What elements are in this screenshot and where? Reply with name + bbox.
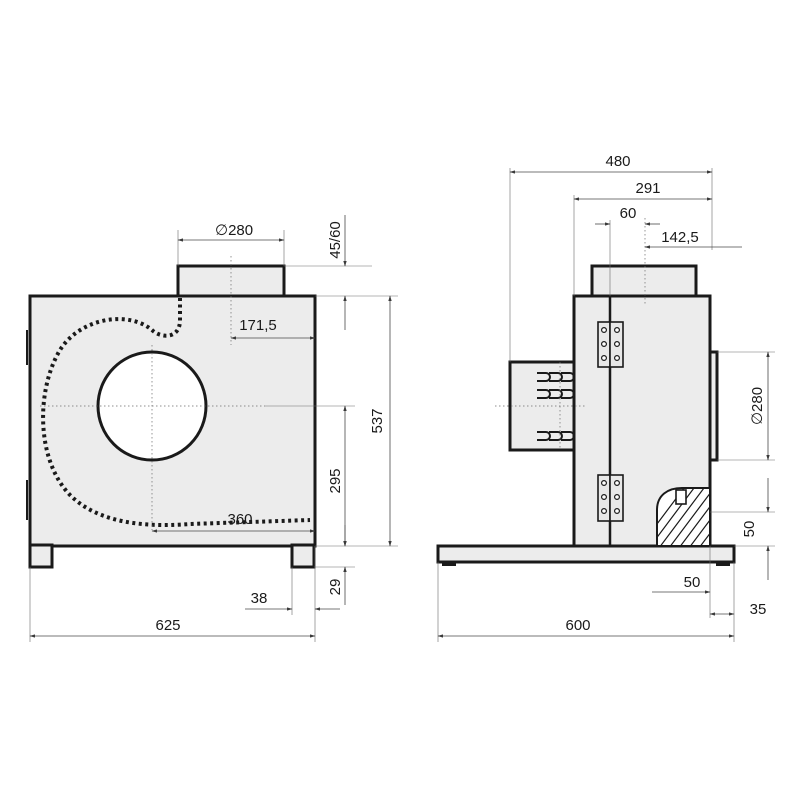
label-outlet-to-axis: 60 — [620, 205, 637, 222]
front-right-foot — [290, 543, 316, 569]
label-total-depth: 480 — [605, 153, 630, 170]
label-axis-offset: 360 — [227, 511, 252, 528]
label-flange-offset: 171,5 — [239, 317, 277, 334]
side-base-plate — [436, 544, 736, 564]
label-base-length: 600 — [565, 617, 590, 634]
side-view: 480 291 60 142,5 ∅280 50 50 35 600 — [436, 153, 775, 642]
label-outlet-depth: 291 — [635, 180, 660, 197]
label-foot-width: 38 — [251, 590, 268, 607]
label-axis-height: 295 — [327, 468, 344, 493]
label-axis-to-back: 142,5 — [661, 229, 699, 246]
side-hinge-top — [597, 321, 624, 368]
label-hatch-width: 50 — [684, 574, 701, 591]
label-base-overhang: 35 — [750, 601, 767, 618]
side-outlet-flange — [590, 264, 698, 300]
label-flange-height: 45/60 — [327, 221, 344, 259]
front-volute-outline — [41, 298, 311, 527]
front-view: ∅280 45/60 171,5 537 295 360 29 38 625 — [26, 215, 398, 642]
side-base-foot-left — [442, 562, 456, 566]
label-foot-height: 29 — [327, 579, 344, 596]
label-front-inlet-diameter: ∅280 — [215, 222, 253, 239]
side-motor-fins — [537, 362, 575, 450]
side-hatched-section — [656, 487, 711, 547]
side-base-foot-right — [716, 562, 730, 566]
label-side-inlet-diameter: ∅280 — [749, 387, 766, 425]
front-left-foot — [28, 543, 54, 569]
label-total-width: 625 — [155, 617, 180, 634]
label-hatch-height: 50 — [741, 521, 758, 538]
label-total-height: 537 — [369, 408, 386, 433]
side-hinge-bottom — [597, 474, 624, 522]
side-inlet-collar — [708, 350, 719, 462]
